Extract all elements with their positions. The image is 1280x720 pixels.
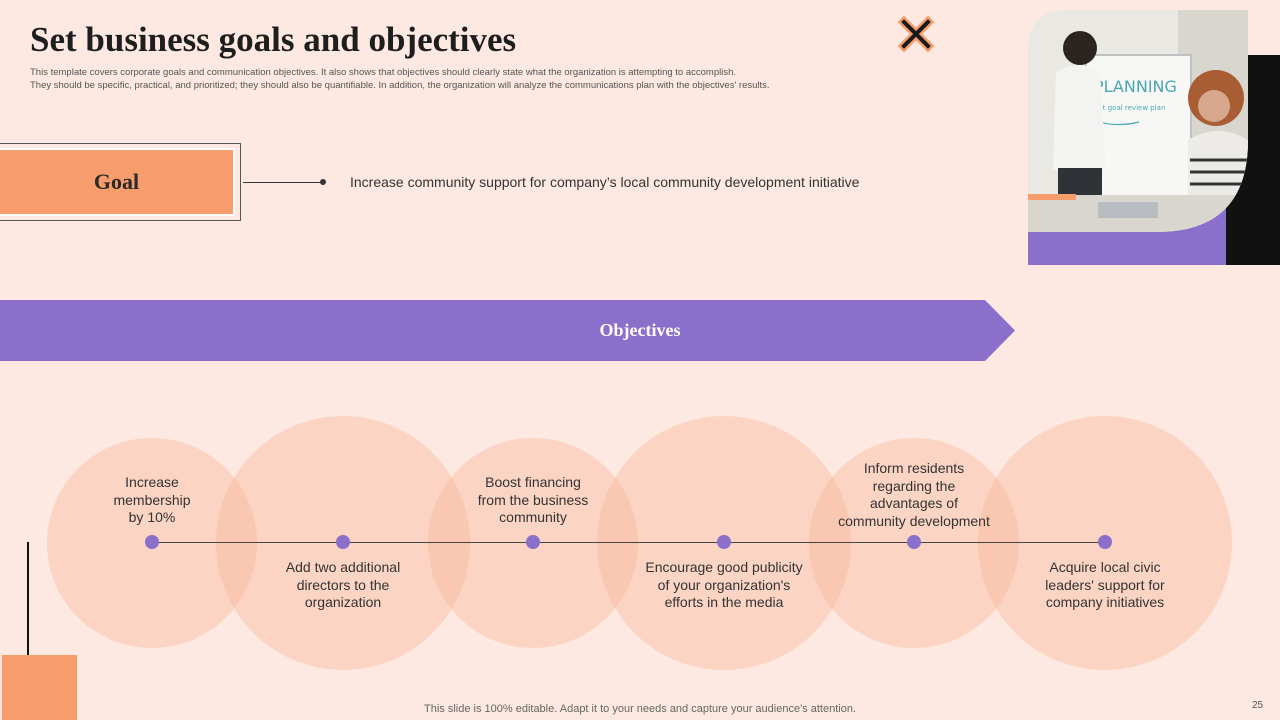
objective-label-3: Boost financing from the business commun… — [477, 474, 589, 525]
footer-note: This slide is 100% editable. Adapt it to… — [424, 703, 856, 715]
objectives-label: Objectives — [599, 320, 681, 340]
objective-label-4: Encourage good publicity of your organiz… — [645, 559, 803, 610]
goal-box: Goal — [0, 148, 235, 216]
whiteboard-subtext: Set goal review plan — [1094, 104, 1165, 112]
x-cross-icon — [897, 15, 935, 53]
goal-text: Increase community support for company’s… — [350, 174, 860, 190]
timeline-dot-6 — [1098, 535, 1112, 549]
slide-description: This template covers corporate goals and… — [30, 66, 930, 92]
objective-label-2: Add two additional directors to the orga… — [285, 559, 401, 610]
objectives-timeline — [152, 542, 1105, 543]
timeline-dot-4 — [717, 535, 731, 549]
goal-label: Goal — [93, 169, 140, 194]
timeline-dot-3 — [526, 535, 540, 549]
objectives-banner — [0, 300, 1015, 361]
page-number: 25 — [1252, 700, 1264, 711]
whiteboard-text: PLANNING — [1094, 77, 1177, 96]
objective-label-1: Increase membership by 10% — [113, 474, 191, 525]
description-line-2: They should be specific, practical, and … — [30, 80, 770, 91]
goal-connector — [243, 182, 323, 183]
timeline-dot-2 — [336, 535, 350, 549]
vertical-accent-bar — [27, 542, 29, 692]
goal-frame — [0, 143, 241, 221]
timeline-dot-5 — [907, 535, 921, 549]
timeline-dot-1 — [145, 535, 159, 549]
objective-label-6: Acquire local civic leaders' support for… — [1045, 559, 1165, 610]
corner-accent-box — [2, 655, 77, 720]
meeting-photo: PLANNING Set goal review plan — [990, 10, 1280, 265]
page-title: Set business goals and objectives — [30, 20, 517, 59]
objective-label-5: Inform residents regarding the advantage… — [838, 460, 990, 529]
goal-connector-dot — [320, 179, 326, 185]
description-line-1: This template covers corporate goals and… — [30, 67, 736, 78]
